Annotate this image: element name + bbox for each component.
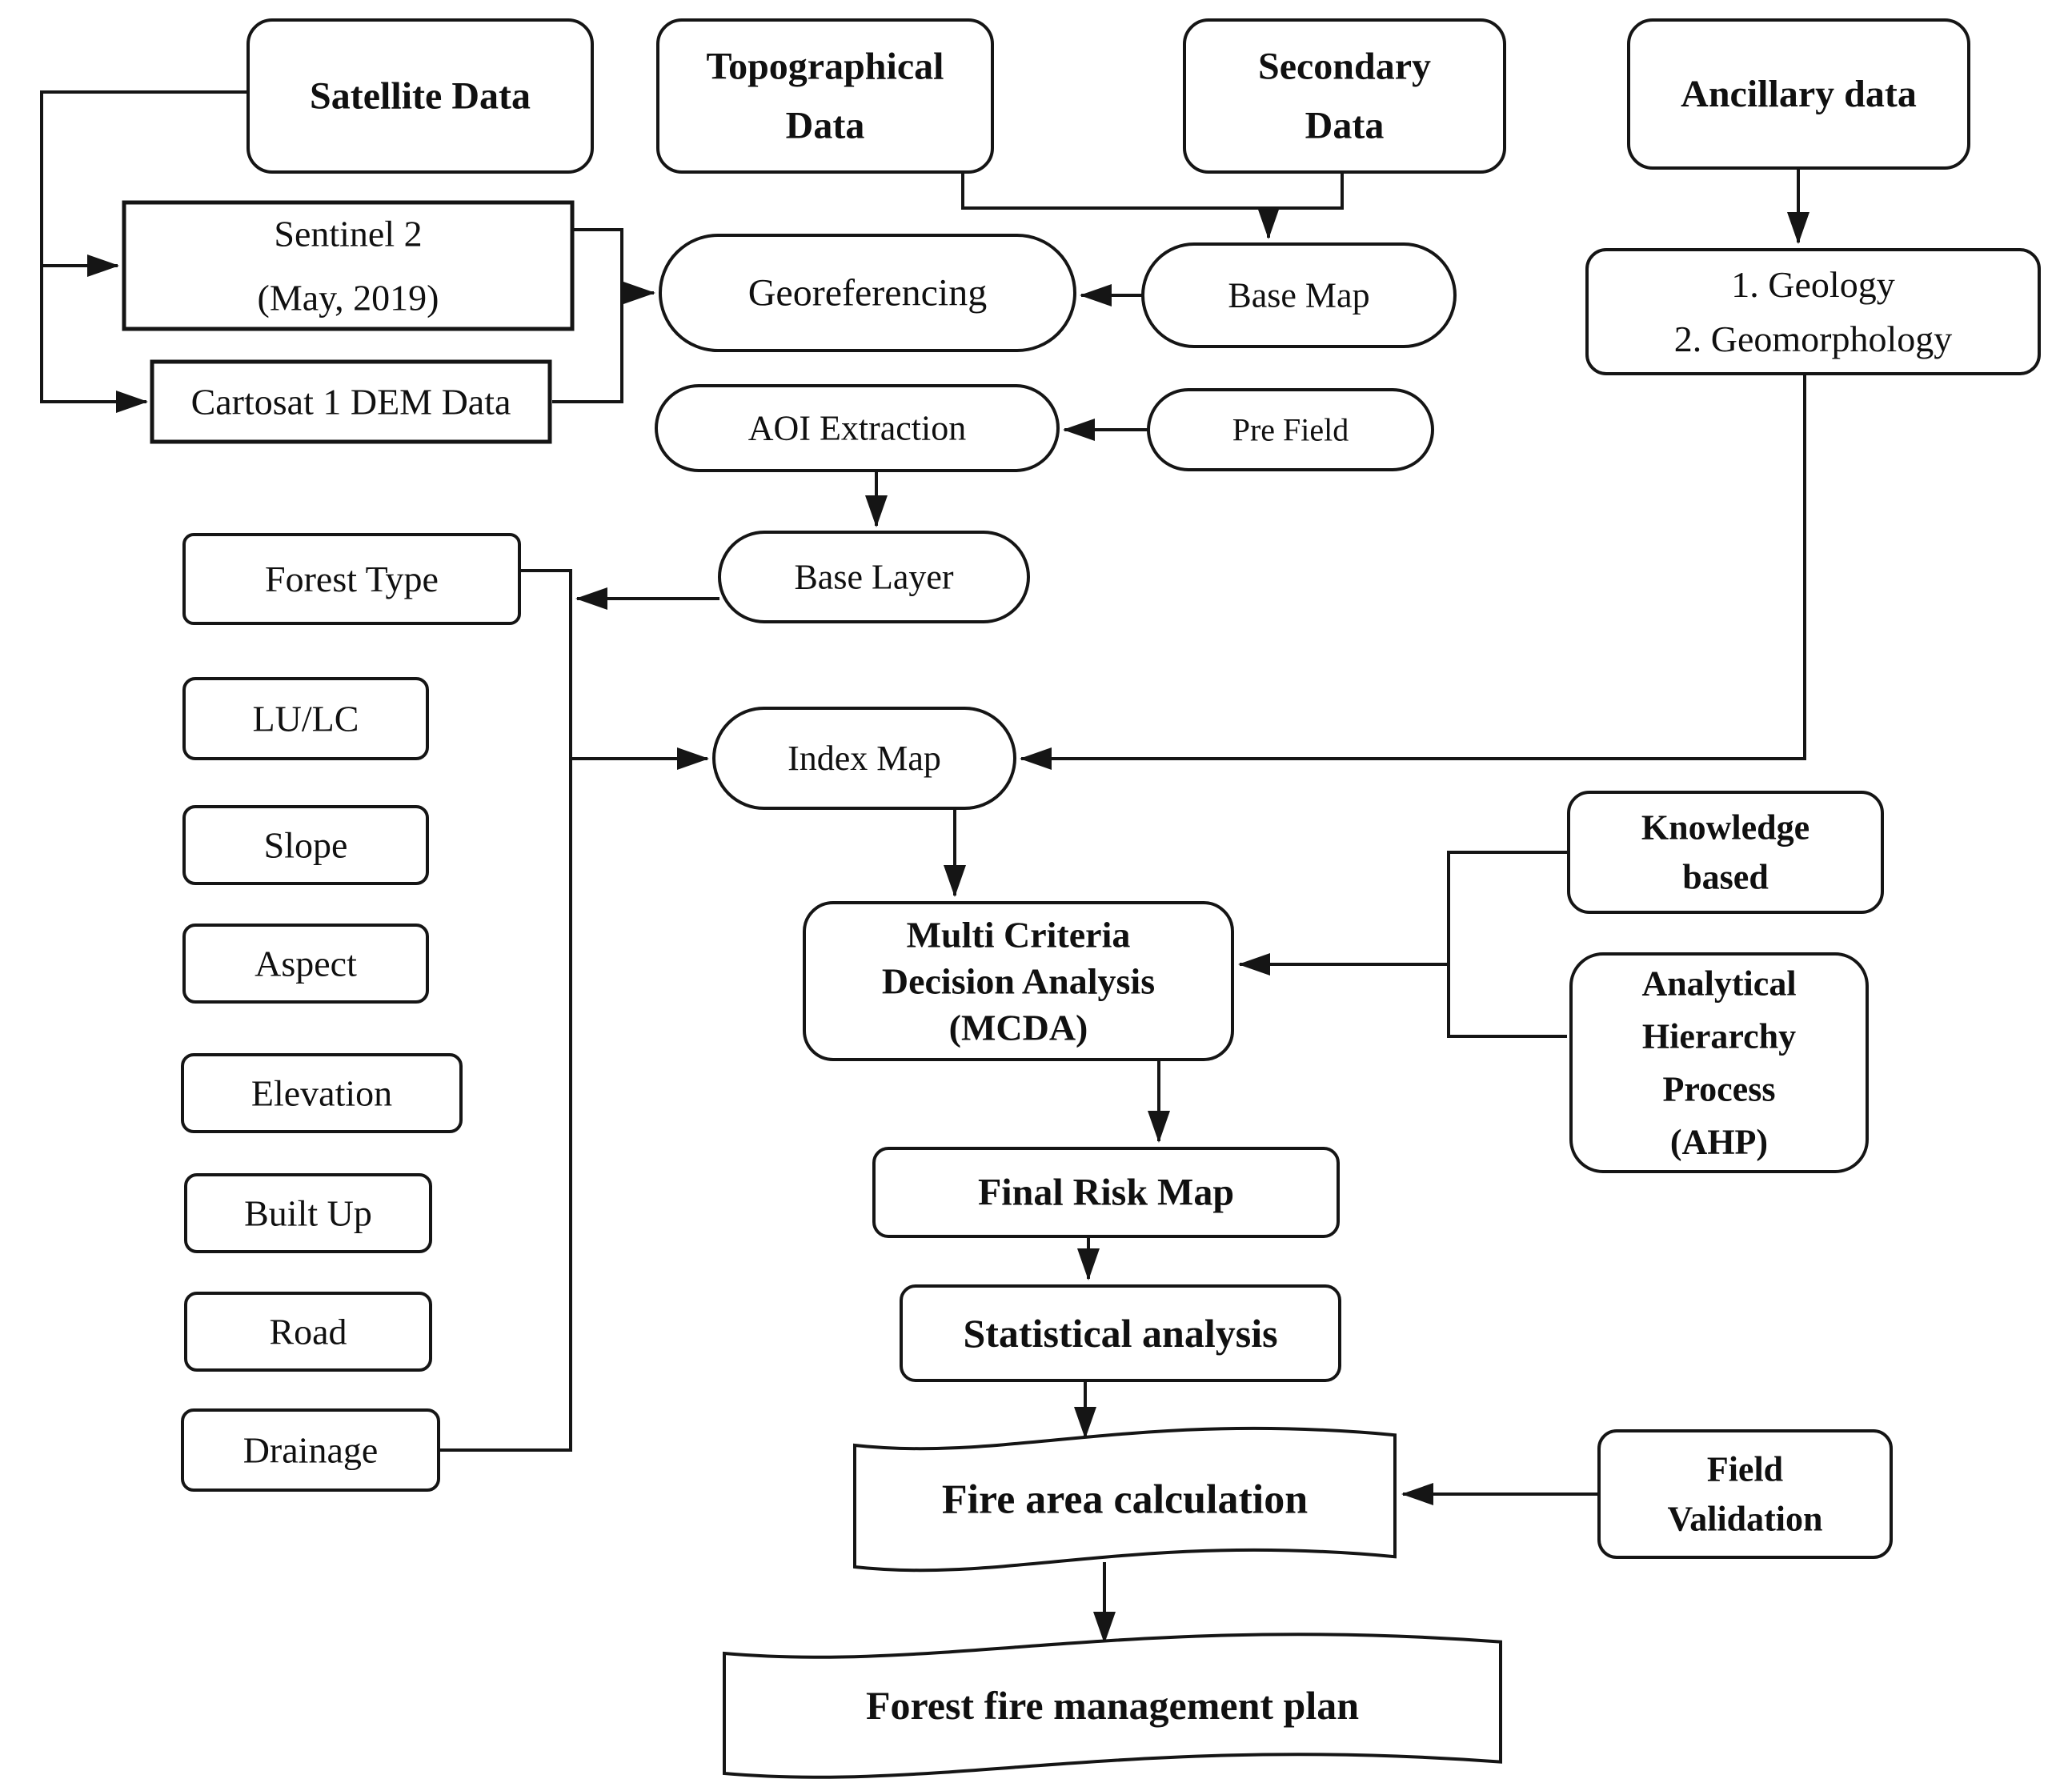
edge-sentinel-cartosat-join	[552, 228, 623, 403]
node-fire-area-calculation-label: Fire area calculation	[942, 1477, 1308, 1523]
node-forest-fire-management-plan: Forest fire management plan	[723, 1633, 1502, 1779]
edge-secondary-join	[1268, 172, 1344, 210]
road-shape	[184, 1292, 432, 1372]
forest-type-shape	[182, 533, 521, 625]
node-sentinel-2: Sentinel 2(May, 2019)	[122, 200, 575, 331]
node-road: Road	[184, 1292, 432, 1372]
node-drainage: Drainage	[181, 1408, 440, 1492]
topographical-data-shape	[656, 18, 994, 174]
ancillary-data-shape	[1627, 18, 1970, 170]
knowledge-based-shape	[1567, 791, 1884, 914]
cartosat-dem-shape	[150, 359, 552, 444]
node-index-map-label: Index Map	[788, 739, 941, 778]
sentinel-2-shape	[122, 200, 575, 331]
pre-field-shape	[1147, 388, 1434, 471]
node-ancillary-data-label: Ancillary data	[1681, 73, 1917, 115]
aoi-extraction-shape	[655, 384, 1060, 472]
node-statistical-analysis-label: Statistical analysis	[963, 1311, 1277, 1356]
aspect-shape	[182, 924, 429, 1004]
node-lu-lc-label: LU/LC	[253, 699, 359, 739]
node-pre-field: Pre Field	[1147, 388, 1434, 471]
edge-satellite-to-cartosat	[40, 90, 248, 413]
node-slope: Slope	[182, 805, 429, 885]
drainage-shape	[181, 1408, 440, 1492]
geology-geomorphology-shape	[1585, 248, 2041, 375]
node-base-layer-label: Base Layer	[794, 558, 953, 597]
elevation-shape	[181, 1053, 463, 1133]
node-sentinel-2-label: Sentinel 2(May, 2019)	[258, 214, 439, 319]
lu-lc-shape	[182, 677, 429, 760]
base-map-shape	[1141, 242, 1457, 348]
node-aspect-label: Aspect	[254, 944, 357, 984]
edge-knowledge-ahp-bracket	[1447, 851, 1569, 1038]
mcda-shape	[803, 901, 1234, 1061]
satellite-data-shape	[246, 18, 594, 174]
node-cartosat-dem-label: Cartosat 1 DEM Data	[191, 382, 511, 423]
node-final-risk-map: Final Risk Map	[872, 1147, 1340, 1238]
node-forest-type: Forest Type	[182, 533, 521, 625]
final-risk-map-shape	[872, 1147, 1340, 1238]
statistical-analysis-shape	[900, 1284, 1341, 1382]
field-validation-shape	[1597, 1429, 1893, 1559]
node-built-up-label: Built Up	[244, 1193, 372, 1234]
node-georeferencing: Georeferencing	[659, 234, 1076, 352]
ahp-shape	[1569, 952, 1869, 1173]
edge-topographical-to-basemap	[961, 172, 1280, 239]
node-final-risk-map-label: Final Risk Map	[978, 1172, 1234, 1214]
node-forest-fire-management-plan-label: Forest fire management plan	[866, 1683, 1359, 1728]
node-forest-type-label: Forest Type	[265, 559, 439, 599]
node-georeferencing-label: Georeferencing	[748, 272, 987, 315]
node-ancillary-data: Ancillary data	[1627, 18, 1970, 170]
node-cartosat-dem: Cartosat 1 DEM Data	[150, 359, 552, 444]
node-base-layer: Base Layer	[718, 531, 1030, 623]
node-aoi-extraction-label: AOI Extraction	[748, 409, 966, 448]
node-base-map: Base Map	[1141, 242, 1457, 348]
secondary-data-shape	[1183, 18, 1506, 174]
node-lu-lc: LU/LC	[182, 677, 429, 760]
node-fire-area-calculation: Fire area calculation	[853, 1426, 1397, 1573]
node-statistical-analysis: Statistical analysis	[900, 1284, 1341, 1382]
node-base-map-label: Base Map	[1228, 276, 1369, 315]
node-satellite-data-label: Satellite Data	[310, 75, 531, 118]
base-layer-shape	[718, 531, 1030, 623]
node-index-map: Index Map	[712, 707, 1016, 810]
node-road-label: Road	[269, 1312, 347, 1352]
node-elevation-label: Elevation	[251, 1073, 392, 1114]
node-aspect: Aspect	[182, 924, 429, 1004]
node-built-up: Built Up	[184, 1173, 432, 1253]
forest-fire-management-plan-shape	[723, 1633, 1502, 1779]
node-drainage-label: Drainage	[243, 1430, 379, 1471]
fire-area-calculation-shape	[853, 1426, 1397, 1573]
node-slope-label: Slope	[264, 825, 348, 866]
node-aoi-extraction: AOI Extraction	[655, 384, 1060, 472]
edge-geology-to-indexmap	[1020, 374, 1806, 770]
edges-layer	[40, 90, 1809, 1644]
node-satellite-data: Satellite Data	[246, 18, 594, 174]
edge-foresttype-bus-drainage	[440, 569, 572, 1452]
index-map-shape	[712, 707, 1016, 810]
node-elevation: Elevation	[181, 1053, 463, 1133]
georeferencing-shape	[659, 234, 1076, 352]
slope-shape	[182, 805, 429, 885]
node-pre-field-label: Pre Field	[1232, 412, 1349, 448]
built-up-shape	[184, 1173, 432, 1253]
